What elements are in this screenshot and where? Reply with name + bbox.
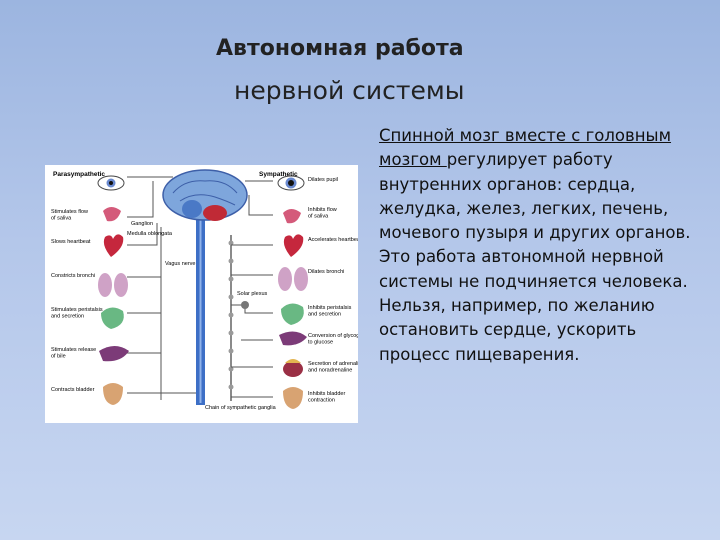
lungs-right-icon [278,267,308,291]
right-label-6: Secretion of adrenalineand noradrenaline [308,361,358,374]
left-label-2: Constricts bronchi [51,273,95,279]
left-label-1: Slows heartbeat [51,239,91,245]
header-sympathetic: Sympathetic [259,171,298,178]
slide-title-line1: Автономная работа [216,36,464,61]
label-chain: Chain of sympathetic ganglia [205,405,277,411]
heart-left-icon [103,234,124,257]
body-paragraph-1: Спинной мозг вместе с головным мозгом ре… [379,124,709,245]
stomach-left-icon [101,307,124,329]
left-label-5: Contracts bladder [51,387,95,393]
label-solar: Solar plexus [237,291,268,297]
heart-right-icon [283,234,304,257]
lungs-left-icon [98,273,128,297]
slide-title-line2: нервной системы [234,76,465,105]
body-underlined: Спинной мозг вместе с головным мозгом [379,126,672,170]
stomach-right-icon [281,303,304,325]
salivary-gland-right-icon [283,209,301,224]
body-rest: регулирует работу внутренних органов: се… [379,150,691,243]
eye-right-icon [277,175,305,191]
liver-left-icon [99,346,129,362]
salivary-gland-left-icon [103,207,121,222]
bladder-left-icon [103,383,123,405]
right-label-5: Conversion of glycogento glucose [308,333,358,346]
body-paragraph-2: Это работа автономной нервной системы не… [379,247,688,364]
right-label-2: Accelerates heartbeat [308,237,358,243]
bladder-right-icon [283,387,303,409]
nervous-system-diagram: Parasympathetic Sympathetic Ganglion Med… [45,165,358,423]
label-medulla: Medulla oblongata [127,231,173,237]
label-ganglion: Ganglion [131,221,153,227]
label-vagus: Vagus nerve [165,261,195,267]
header-parasympathetic: Parasympathetic [53,171,105,178]
adrenal-right-icon [283,359,303,377]
body-text: Спинной мозг вместе с головным мозгом ре… [379,124,709,367]
right-label-3: Dilates bronchi [308,269,344,275]
eye-left-icon [97,175,125,191]
right-label-0: Dilates pupil [308,177,338,183]
liver-right-icon [279,331,307,346]
